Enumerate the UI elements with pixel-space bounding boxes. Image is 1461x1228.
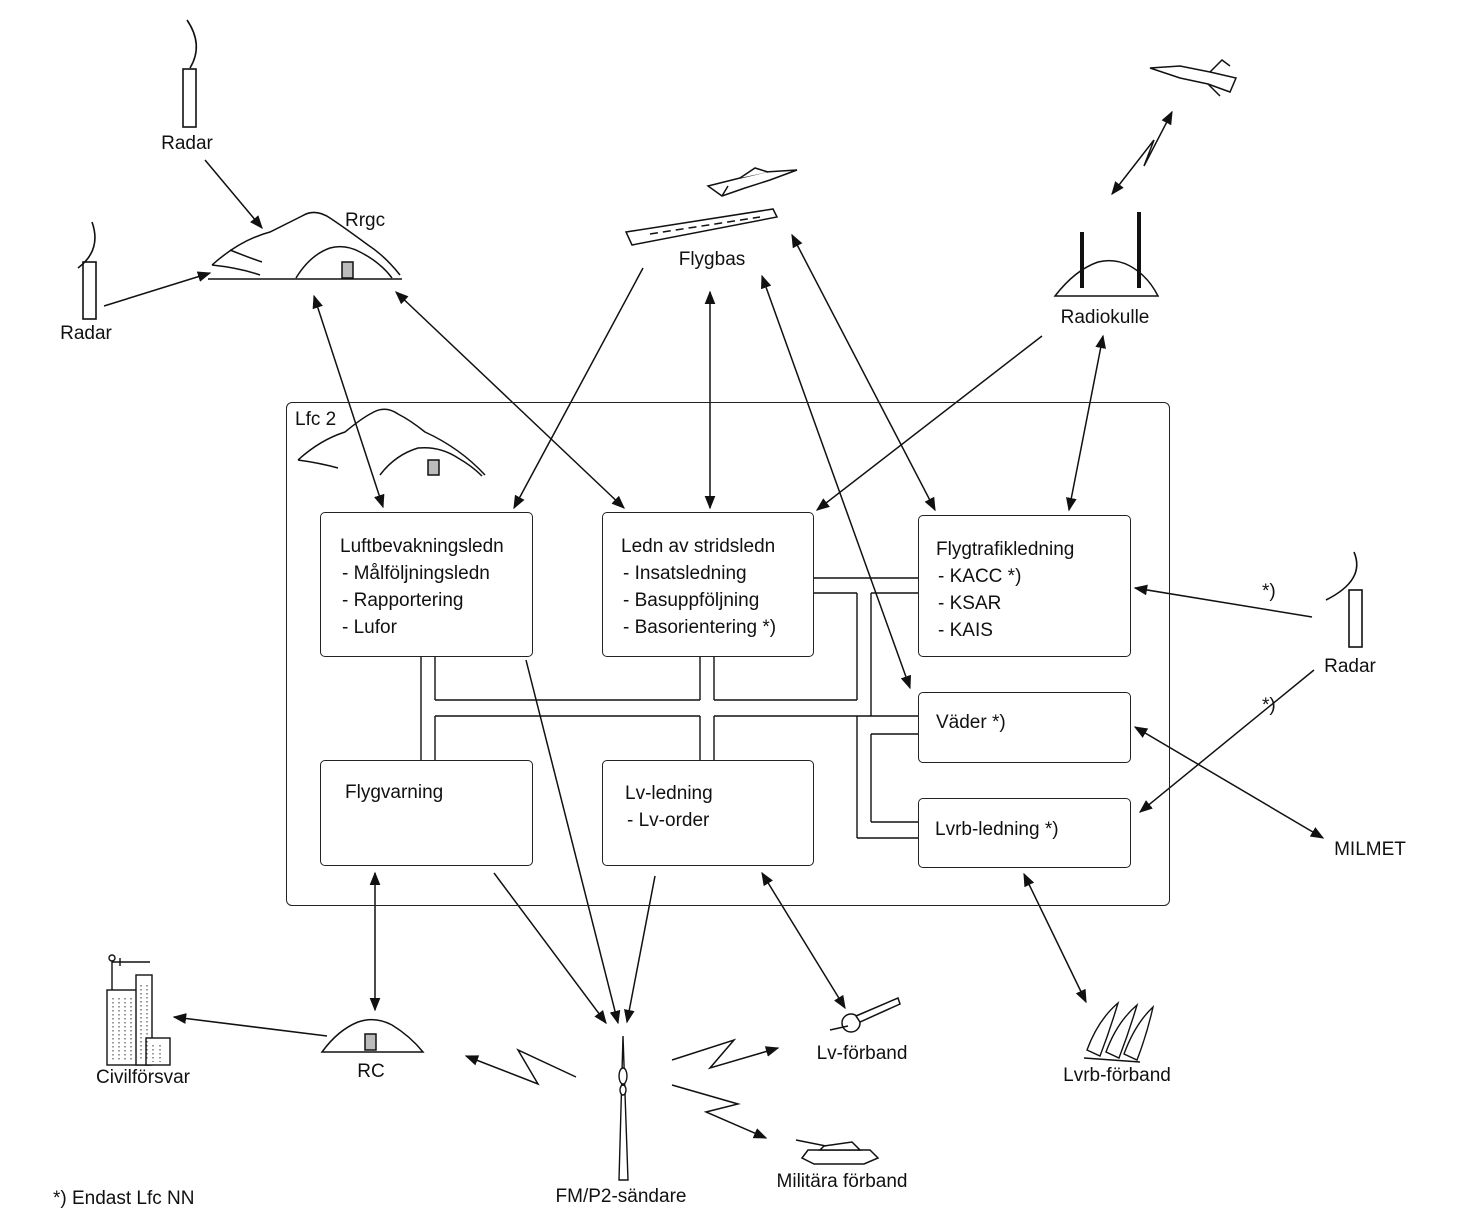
militara-zigzag-link bbox=[671, 1084, 768, 1139]
vader-box: Väder *) bbox=[918, 692, 1131, 763]
jet-flygbas-icon bbox=[706, 167, 798, 197]
tank-icon bbox=[795, 1139, 880, 1165]
flygtrafikledning-item-3: - KAIS bbox=[938, 620, 993, 641]
stridsledn-item-1: - Insatsledning bbox=[623, 563, 747, 584]
rc-to-civilforsvar bbox=[172, 1013, 328, 1037]
luftbevakningsledn-title: Luftbevakningsledn bbox=[340, 536, 504, 557]
militara-forband-label: Militära förband bbox=[776, 1171, 908, 1192]
milmet-label: MILMET bbox=[1334, 839, 1406, 860]
runway-icon bbox=[624, 208, 779, 246]
flygvarning-title: Flygvarning bbox=[345, 782, 444, 803]
lvledning-title: Lv-ledning bbox=[625, 783, 713, 804]
flygbas-label: Flygbas bbox=[678, 249, 746, 270]
fm-mast-icon bbox=[618, 1035, 629, 1181]
radiokulle-to-stridsledn bbox=[815, 335, 1043, 511]
civilforsvar-label: Civilförsvar bbox=[96, 1067, 190, 1088]
luftbevakningsledn-item-2: - Rapportering bbox=[342, 590, 464, 611]
lvledning-item-1: - Lv-order bbox=[627, 810, 710, 831]
lv-gun-icon bbox=[829, 996, 901, 1033]
radar-left-label: Radar bbox=[60, 323, 112, 344]
rc-zigzag-link bbox=[464, 1048, 577, 1086]
radiokulle-flygtrafik-link bbox=[1066, 334, 1106, 512]
rc-label: RC bbox=[357, 1061, 385, 1082]
lvledning-box: Lv-ledning - Lv-order bbox=[602, 760, 814, 866]
lvrb-forband-label: Lvrb-förband bbox=[1063, 1065, 1171, 1086]
radar-top-to-rrgc bbox=[204, 159, 263, 230]
footnote-star-radar-lvrb: *) bbox=[1262, 695, 1276, 716]
flygvarning-box: Flygvarning bbox=[320, 760, 533, 866]
footnote: *) Endast Lfc NN bbox=[53, 1188, 195, 1209]
lvledning-to-fm bbox=[623, 875, 656, 1024]
lv-forband-label: Lv-förband bbox=[816, 1043, 908, 1064]
fm-sandare-label: FM/P2-sändare bbox=[555, 1186, 687, 1207]
radar-right-to-flygtrafik bbox=[1133, 584, 1313, 618]
luftbevakningsledn-item-1: - Målföljningsledn bbox=[342, 563, 490, 584]
radar-left-to-rrgc bbox=[103, 271, 212, 307]
radar-top-icon bbox=[182, 19, 198, 128]
flygbas-flygtrafik-link bbox=[791, 233, 936, 512]
lfc2-frame bbox=[286, 402, 1170, 906]
lv-zigzag-link bbox=[671, 1038, 780, 1070]
rrgc-label: Rrgc bbox=[345, 210, 386, 231]
jet-top-right-icon bbox=[1149, 59, 1238, 97]
flygtrafikledning-item-1: - KACC *) bbox=[938, 566, 1022, 587]
radar-top-label: Radar bbox=[161, 133, 213, 154]
radiokulle-label: Radiokulle bbox=[1060, 307, 1150, 328]
lvrb-ledning-box: Lvrb-ledning *) bbox=[918, 798, 1131, 868]
radar-left-icon bbox=[77, 221, 97, 320]
rrgc-luftbevakning-link bbox=[312, 294, 385, 509]
lvrb-ledning-title: Lvrb-ledning *) bbox=[935, 819, 1059, 840]
radar-right-icon bbox=[1325, 551, 1363, 648]
luftbevakningsledn-item-3: - Lufor bbox=[342, 617, 397, 638]
rrgc-stridsledn-link bbox=[395, 291, 625, 509]
civilforsvar-building-icon bbox=[106, 954, 171, 1066]
flygbas-to-luftbevakning bbox=[513, 267, 644, 510]
flygtrafikledning-box: Flygtrafikledning - KACC *) - KSAR - KAI… bbox=[918, 515, 1131, 657]
lfc2-label: Lfc 2 bbox=[295, 409, 337, 430]
internal-bus bbox=[420, 577, 918, 839]
stridsledn-item-2: - Basuppföljning bbox=[623, 590, 760, 611]
lvledning-lvforband-link bbox=[761, 871, 846, 1010]
flygtrafikledning-title: Flygtrafikledning bbox=[936, 539, 1075, 560]
vader-title: Väder *) bbox=[936, 712, 1006, 733]
lvrb-ledning-forband-link bbox=[1023, 872, 1087, 1004]
stridsledn-box: Ledn av stridsledn - Insatsledning - Bas… bbox=[602, 512, 814, 657]
flygvarning-to-fm bbox=[493, 872, 607, 1025]
footnote-star-radar-kacc: *) bbox=[1262, 581, 1276, 602]
radar-right-label: Radar bbox=[1324, 656, 1376, 677]
luftbevakningsledn-box: Luftbevakningsledn - Målföljningsledn - … bbox=[320, 512, 533, 657]
milmet-vader-link bbox=[1133, 726, 1325, 839]
stridsledn-item-3: - Basorientering *) bbox=[623, 617, 777, 638]
rc-mountain-icon bbox=[320, 1018, 425, 1053]
lvrb-missiles-icon bbox=[1083, 1000, 1155, 1063]
rrgc-mountain-icon bbox=[208, 211, 402, 280]
luftbevakning-to-fm bbox=[525, 659, 621, 1025]
radio-zigzag-link bbox=[1111, 110, 1173, 196]
flygtrafikledning-item-2: - KSAR bbox=[938, 593, 1002, 614]
radiokulle-icon bbox=[1053, 212, 1160, 297]
stridsledn-title: Ledn av stridsledn bbox=[621, 536, 776, 557]
